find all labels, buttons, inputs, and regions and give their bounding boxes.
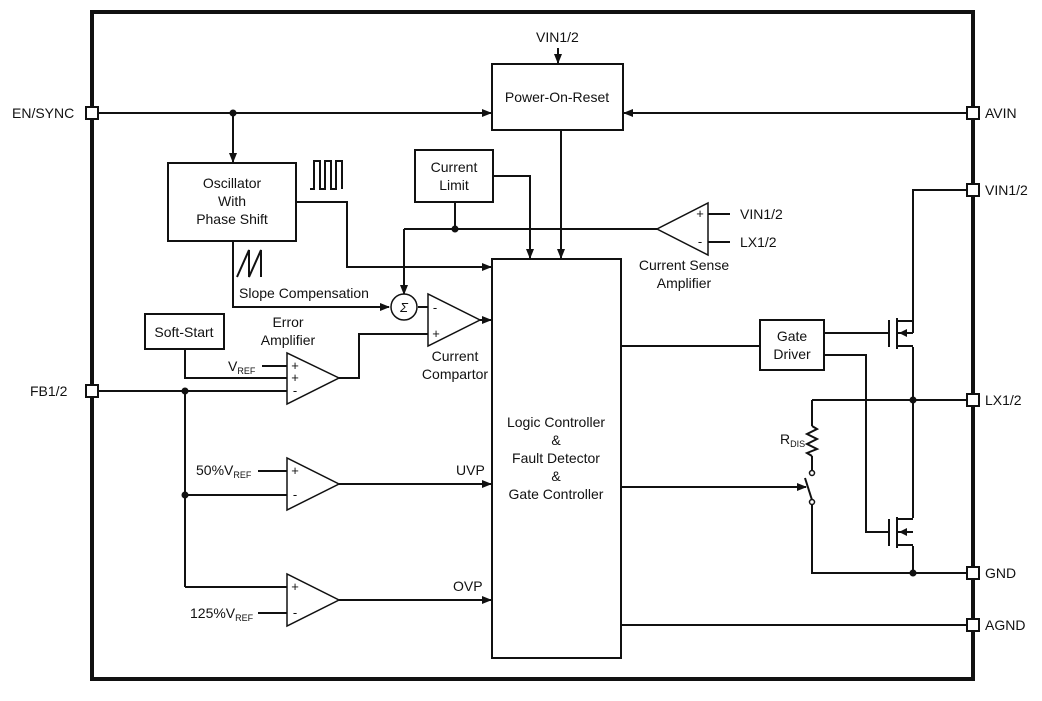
vref-label: VREF [228, 358, 256, 376]
pin-label-gnd: GND [985, 565, 1016, 581]
logic-controller-block: Logic Controller & Fault Detector & Gate… [491, 258, 622, 659]
svg-text:+: + [432, 326, 440, 341]
slope-compensation-label: Slope Compensation [239, 285, 369, 301]
pin-lx [966, 393, 980, 407]
pin-label-vin-right: VIN1/2 [985, 182, 1028, 198]
pin-label-en-sync: EN/SYNC [12, 105, 74, 121]
sawtooth-waveform-icon [236, 249, 262, 278]
junction-dots [181, 109, 917, 577]
pin-en-sync [85, 106, 99, 120]
current-limit-label-line2: Limit [439, 177, 469, 193]
error-amp-label-line1: Error [272, 314, 303, 330]
cs-input-plus-label: VIN1/2 [740, 206, 783, 222]
logic-label-line1: Logic Controller [507, 414, 605, 430]
oscillator-block: Oscillator With Phase Shift [167, 162, 297, 242]
logic-label-line4: & [551, 468, 561, 484]
soft-start-label: Soft-Start [154, 324, 213, 340]
ovp-comparator: + - [286, 572, 341, 628]
error-amp-label-line2: Amplifier [261, 332, 316, 348]
pin-label-lx: LX1/2 [985, 392, 1022, 408]
low-side-mosfet [888, 517, 913, 548]
oscillator-label-line2: With [218, 193, 246, 209]
current-sense-amplifier: + - [655, 201, 709, 257]
logic-label-line5: Gate Controller [509, 486, 604, 502]
ovp-label: OVP [453, 578, 483, 594]
pin-gnd [966, 566, 980, 580]
power-on-reset-label: Power-On-Reset [505, 89, 609, 105]
uvp-ref-label: 50%VREF [196, 462, 252, 480]
high-side-mosfet [888, 318, 913, 349]
pin-avin [966, 106, 980, 120]
wires [99, 48, 967, 626]
pin-label-agnd: AGND [985, 617, 1025, 633]
svg-text:-: - [293, 383, 297, 398]
gate-driver-label-line2: Driver [773, 346, 811, 362]
cs-input-minus-label: LX1/2 [740, 234, 777, 250]
chip-outline [90, 10, 975, 681]
soft-start-block: Soft-Start [144, 313, 225, 350]
oscillator-label-line1: Oscillator [203, 175, 262, 191]
svg-text:-: - [293, 605, 297, 620]
pin-fb [85, 384, 99, 398]
ovp-ref-label: 125%VREF [190, 605, 254, 623]
current-limit-label-line1: Current [431, 159, 478, 175]
svg-text:-: - [293, 487, 297, 502]
rdis-label: RDIS [780, 431, 805, 449]
logic-label-line2: & [551, 432, 561, 448]
svg-text:+: + [291, 358, 299, 373]
pin-label-fb: FB1/2 [30, 383, 68, 399]
power-on-reset-block: Power-On-Reset [491, 63, 624, 131]
gate-driver-label-line1: Gate [777, 328, 808, 344]
svg-text:+: + [291, 579, 299, 594]
summing-junction: Σ [390, 293, 418, 321]
svg-text:+: + [291, 463, 299, 478]
oscillator-label-line3: Phase Shift [196, 211, 268, 227]
error-amplifier: + + - [286, 351, 341, 406]
pin-label-avin: AVIN [985, 105, 1017, 121]
sigma-symbol: Σ [399, 300, 409, 315]
svg-text:+: + [291, 370, 299, 385]
pin-vin-right [966, 183, 980, 197]
svg-text:-: - [698, 234, 702, 249]
current-comp-label-line1: Current [432, 348, 479, 364]
uvp-label: UVP [456, 462, 485, 478]
current-comp-label-line2: Compartor [422, 366, 488, 382]
svg-text:-: - [433, 300, 437, 315]
current-comparator: - + [427, 292, 482, 348]
discharge-resistor [804, 425, 820, 457]
pin-label-vin-top: VIN1/2 [536, 29, 579, 45]
uvp-comparator: + - [286, 456, 341, 512]
logic-label-line3: Fault Detector [512, 450, 600, 466]
pin-agnd [966, 618, 980, 632]
clock-waveform-icon [310, 160, 343, 190]
current-limit-block: Current Limit [414, 149, 494, 203]
current-sense-label-line1: Current Sense [639, 257, 729, 273]
gate-driver-block: Gate Driver [759, 319, 825, 371]
discharge-switch [804, 469, 816, 506]
current-sense-label-line2: Amplifier [657, 275, 712, 291]
svg-text:+: + [696, 206, 704, 221]
